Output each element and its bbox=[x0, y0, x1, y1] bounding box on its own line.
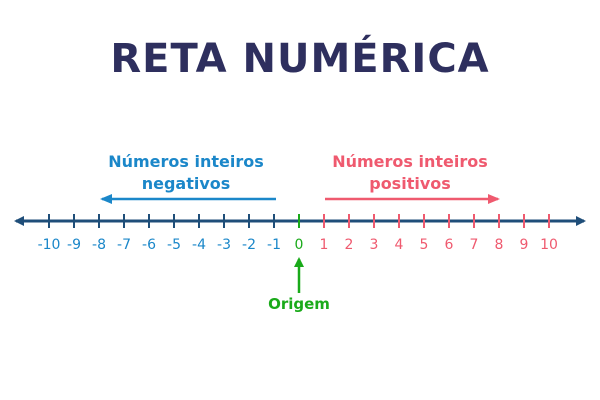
tick-label: 7 bbox=[470, 237, 479, 253]
tick-label: 5 bbox=[420, 237, 429, 253]
tick-label: 10 bbox=[540, 237, 558, 253]
tick-label: 9 bbox=[520, 237, 529, 253]
tick-label: -6 bbox=[142, 237, 156, 253]
tick-label: -4 bbox=[192, 237, 206, 253]
tick-label: -9 bbox=[67, 237, 81, 253]
tick-label: -5 bbox=[167, 237, 181, 253]
page-title: RETA NUMÉRICA bbox=[110, 36, 490, 82]
tick-label: 4 bbox=[395, 237, 404, 253]
negative-label-line1: Números inteiros bbox=[108, 152, 264, 171]
negative-label-line2: negativos bbox=[142, 174, 231, 193]
tick-label: -7 bbox=[117, 237, 131, 253]
tick-label: -1 bbox=[267, 237, 281, 253]
tick-label: 1 bbox=[320, 237, 329, 253]
tick-label: 6 bbox=[445, 237, 454, 253]
tick-label: 8 bbox=[495, 237, 504, 253]
tick-label: 0 bbox=[295, 237, 304, 253]
origin-label: Origem bbox=[268, 295, 330, 313]
tick-label: -3 bbox=[217, 237, 231, 253]
tick-label: -10 bbox=[38, 237, 61, 253]
tick-label: -2 bbox=[242, 237, 256, 253]
tick-label: 2 bbox=[345, 237, 354, 253]
positive-label-line2: positivos bbox=[369, 174, 451, 193]
positive-label-line1: Números inteiros bbox=[332, 152, 488, 171]
tick-label: -8 bbox=[92, 237, 106, 253]
tick-label: 3 bbox=[370, 237, 379, 253]
